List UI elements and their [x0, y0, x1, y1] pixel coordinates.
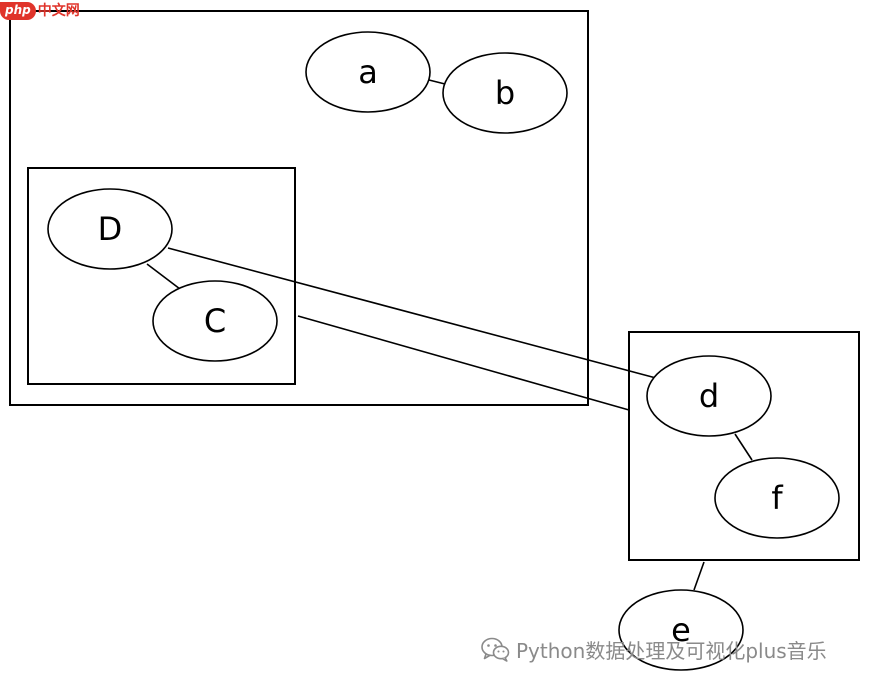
- node-a-ellipse: [305, 31, 431, 113]
- node-C: C: [152, 280, 278, 362]
- edge-D-C: [146, 263, 181, 290]
- site-logo-text: 中文网: [37, 3, 80, 19]
- wechat-icon: [481, 637, 510, 662]
- edge-a-b: [428, 79, 446, 85]
- node-b: b: [442, 52, 568, 134]
- node-D-ellipse: [47, 188, 173, 270]
- node-b-label: b: [495, 74, 515, 112]
- node-e: e: [618, 589, 744, 671]
- watermark: Python数据处理及可视化plus音乐: [480, 634, 827, 664]
- edge-inner_left-right: [297, 315, 630, 411]
- node-e-ellipse: [618, 589, 744, 671]
- edge-right-e: [693, 561, 705, 591]
- watermark-text: Python数据处理及可视化plus音乐: [516, 638, 827, 663]
- node-C-label: C: [204, 302, 226, 340]
- node-b-ellipse: [442, 52, 568, 134]
- node-d-ellipse: [646, 355, 772, 437]
- site-logo-badge: php: [0, 2, 36, 20]
- site-logo: php 中文网: [0, 0, 80, 22]
- node-D-label: D: [98, 210, 123, 248]
- node-a: a: [305, 31, 431, 113]
- edge-D-d: [167, 247, 657, 379]
- nodes-layer: a bD Cd f e: [47, 31, 840, 671]
- edge-d-f: [734, 433, 753, 461]
- clusters-layer: [9, 10, 860, 561]
- node-D: D: [47, 188, 173, 270]
- node-d: d: [646, 355, 772, 437]
- cluster-right: [628, 331, 860, 561]
- node-a-label: a: [358, 53, 378, 91]
- node-d-label: d: [699, 377, 719, 415]
- cluster-outer-left: [9, 10, 589, 406]
- node-e-label: e: [671, 611, 691, 649]
- node-f-label: f: [771, 479, 783, 517]
- node-f-ellipse: [714, 457, 840, 539]
- node-f: f: [714, 457, 840, 539]
- edges-layer: [146, 79, 753, 591]
- node-C-ellipse: [152, 280, 278, 362]
- cluster-inner-left: [27, 167, 296, 385]
